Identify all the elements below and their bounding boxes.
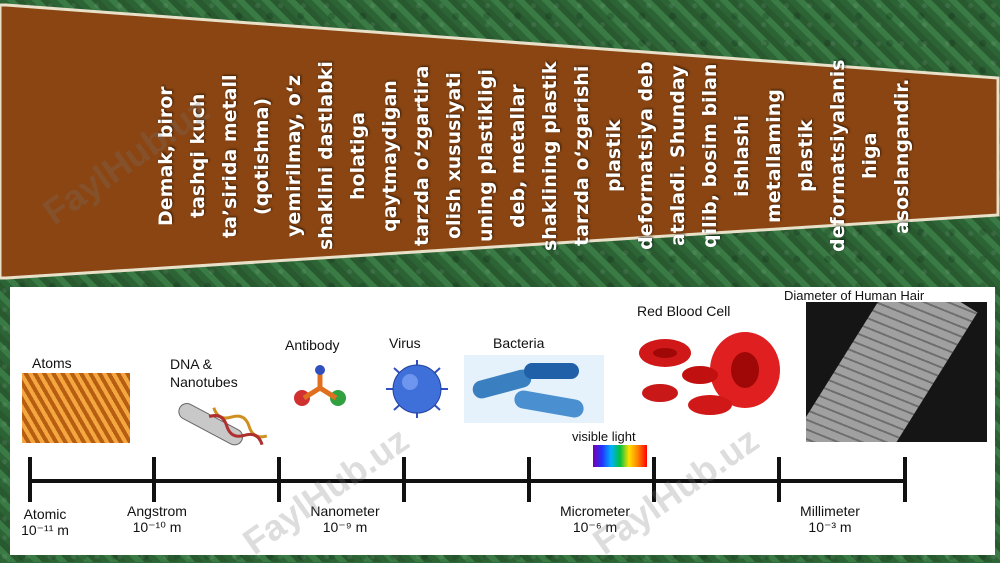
scale-nanometer: Nanometer 10⁻⁹ m: [295, 503, 395, 535]
paragraph-line: plastik: [795, 119, 817, 193]
scale-atomic: Atomic 10⁻¹¹ m: [10, 506, 80, 538]
paragraph-line: qilib, bosim bilan: [699, 63, 721, 249]
tick-millimeter-1: [777, 457, 781, 502]
label-antibody: Antibody: [285, 337, 340, 353]
label-atoms: Atoms: [32, 355, 72, 371]
label-dna-nanotubes: DNA & Nanotubes: [170, 356, 238, 390]
paragraph-line: metallaming: [763, 89, 785, 223]
paragraph-line: shaklining plastik: [539, 61, 561, 251]
scale-angstrom-value: 10⁻¹⁰ m: [132, 519, 182, 535]
scale-millimeter: Millimeter 10⁻³ m: [780, 503, 880, 535]
tick-angstrom: [152, 457, 156, 502]
virus-image: [386, 360, 448, 418]
dna-nanotube-image: [178, 403, 268, 446]
tick-micrometer-1: [527, 457, 531, 502]
red-blood-cell-image: [639, 332, 780, 415]
paragraph-line: tarzda o‘zgarishi: [571, 65, 593, 247]
paragraph-line: (qotishma): [251, 97, 273, 215]
paragraph-line: yemirilmay, o‘z: [283, 74, 305, 238]
paragraph-line: qaytmaydigan: [379, 80, 401, 232]
label-red-blood-cell: Red Blood Cell: [637, 303, 731, 319]
paragraph-line: holatiga: [347, 112, 369, 200]
paragraph-line: ataladi. Shunday: [667, 65, 689, 247]
scale-micrometer-name: Micrometer: [559, 503, 630, 519]
paragraph-line: ishlashi: [731, 114, 753, 198]
label-bacteria: Bacteria: [493, 335, 545, 351]
tick-millimeter-2: [903, 457, 907, 502]
scale-angstrom: Angstrom 10⁻¹⁰ m: [112, 503, 202, 535]
paragraph-line: deformatsiyalanis: [827, 59, 849, 253]
label-visible-light: visible light: [572, 429, 636, 444]
paragraph-line: plastik: [603, 119, 625, 193]
scale-atomic-name: Atomic: [23, 506, 67, 522]
bacteria-image: [464, 355, 604, 423]
label-human-hair: Diameter of Human Hair: [784, 288, 925, 303]
scale-axis: [30, 479, 907, 483]
tick-nanometer-1: [277, 457, 281, 502]
atoms-image: [22, 373, 130, 443]
main-paragraph: Demak, biror tashqi kuch ta’sirida metal…: [150, 36, 913, 276]
human-hair-image: [806, 302, 987, 442]
antibody-image: [294, 365, 346, 406]
paragraph-line: uning plastikligi: [475, 69, 497, 243]
scale-micrometer-value: 10⁻⁶ m: [572, 519, 618, 535]
paragraph-line: deb, metallar: [507, 84, 529, 228]
tick-nanometer-2: [402, 457, 406, 502]
paragraph-line: asoslangandir.: [891, 78, 913, 234]
paragraph-line: higa: [859, 132, 881, 180]
label-virus: Virus: [389, 335, 421, 351]
scale-millimeter-value: 10⁻³ m: [808, 519, 852, 535]
paragraph-line: shaklini dastlabki: [315, 61, 337, 251]
tick-atomic: [28, 457, 32, 502]
paragraph-line: tarzda o‘zgartira: [411, 65, 433, 247]
paragraph-line: ta’sirida metall: [219, 74, 241, 238]
paragraph-line: deformatsiya deb: [635, 61, 657, 251]
scale-atomic-value: 10⁻¹¹ m: [21, 522, 69, 538]
paragraph-line: olish xususiyati: [443, 72, 465, 240]
scale-nanometer-value: 10⁻⁹ m: [322, 519, 368, 535]
tick-micrometer-2: [652, 457, 656, 502]
scale-angstrom-name: Angstrom: [127, 503, 187, 519]
text-banner: [0, 3, 1000, 280]
scale-millimeter-name: Millimeter: [800, 503, 860, 519]
scale-nanometer-name: Nanometer: [310, 503, 380, 519]
scale-micrometer: Micrometer 10⁻⁶ m: [545, 503, 645, 535]
visible-light-spectrum: [593, 445, 647, 467]
